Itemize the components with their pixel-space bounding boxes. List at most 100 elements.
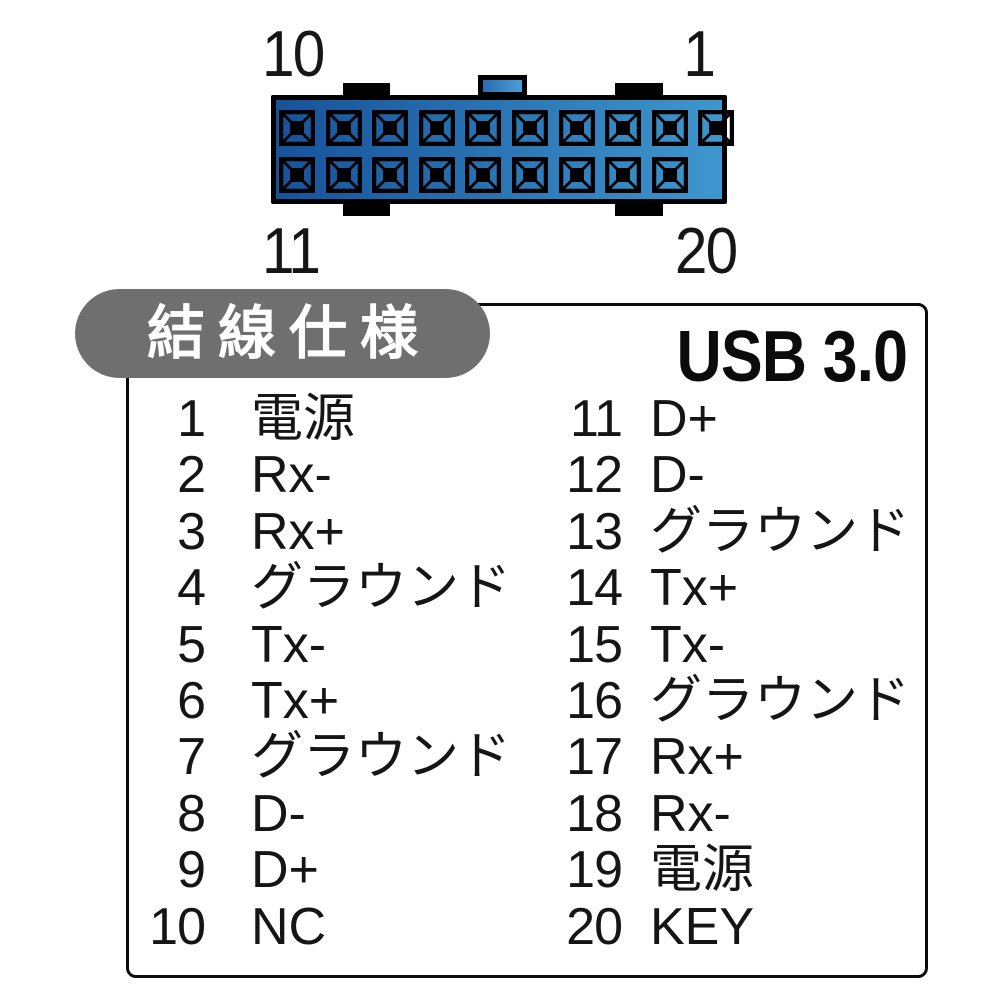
pin-number: 16: [566, 672, 623, 731]
pin-number: 2: [177, 446, 206, 505]
pin-number: 5: [177, 615, 206, 674]
pin-socket-icon: [325, 157, 362, 193]
pin-list-left: 1 電源 2 Rx- 3 Rx+ 4 グラウンド 5 Tx- 6 Tx+ 7 グ…: [137, 391, 511, 955]
pin-function: Tx-: [251, 615, 327, 674]
pin-row-13: 13 グラウンド: [552, 502, 911, 561]
pin-function: Rx-: [251, 446, 332, 505]
pin-socket: [511, 157, 548, 193]
pin-row-10: 10 NC: [137, 897, 511, 956]
pin-socket-icon: [465, 110, 502, 146]
pin-socket: [279, 110, 315, 146]
pin-function: グラウンド: [251, 728, 512, 787]
connector-pin-row-bottom: [279, 157, 688, 193]
pin-row-18: 18 Rx-: [552, 784, 910, 843]
pin-socket: [418, 110, 455, 146]
pin-row-1: 1 電源: [137, 390, 511, 448]
pin-socket: [325, 157, 362, 193]
pin-socket: [372, 110, 409, 146]
connector-top-right-tab: [615, 83, 663, 97]
pin-socket-icon: [418, 157, 455, 193]
pin-row-17: 17 Rx+: [552, 729, 910, 786]
pin-row-6: 6 Tx+: [137, 672, 511, 731]
connector-bottom-left-tab: [343, 202, 390, 216]
connector-body: [271, 95, 735, 204]
pin-socket: [698, 110, 735, 146]
pin-socket-icon: [372, 110, 409, 146]
pin-number: 9: [177, 841, 206, 900]
pin-row-16: 16 グラウンド: [552, 672, 910, 731]
pin-number: 15: [566, 615, 623, 674]
pin-number: 20: [566, 897, 623, 956]
pin-row-2: 2 Rx-: [137, 446, 511, 505]
pin-socket: [651, 110, 688, 146]
pin-socket: [465, 157, 502, 193]
pin-socket-icon: [605, 110, 642, 146]
pin-row-4: 4 グラウンド: [137, 559, 512, 618]
pin-function: D-: [251, 784, 306, 843]
pin-function: KEY: [650, 897, 755, 956]
pin-row-7: 7 グラウンド: [137, 728, 512, 787]
pin-row-15: 15 Tx-: [552, 615, 910, 674]
pin-socket-icon: [558, 110, 595, 146]
pin-function: D-: [650, 446, 705, 505]
pin-number: 10: [149, 897, 206, 956]
pin-label-10: 10: [262, 17, 325, 90]
pin-list-right: 11 D+ 12 D- 13 グラウンド 14 Tx+ 15 Tx- 16 グラ…: [552, 391, 910, 955]
pin-socket: [651, 157, 688, 193]
pin-socket-icon: [325, 110, 362, 146]
pin-socket-icon: [558, 157, 595, 193]
spec-badge: 結線仕様: [75, 289, 490, 378]
pin-number: 12: [566, 446, 623, 505]
pin-socket: [279, 157, 315, 193]
pin-function: D+: [650, 390, 718, 448]
pin-function: D+: [251, 841, 319, 900]
pin-row-14: 14 Tx+: [552, 559, 910, 618]
pin-socket-icon: [279, 157, 315, 193]
pin-function: Tx+: [251, 672, 340, 731]
pin-socket: [605, 157, 642, 193]
usb-standard-title: USB 3.0: [676, 317, 908, 397]
pin-number: 14: [566, 559, 623, 618]
pin-socket-icon: [651, 110, 688, 146]
pin-function: NC: [251, 897, 327, 956]
pin-socket-icon: [418, 110, 455, 146]
pin-label-1: 1: [683, 17, 716, 90]
pin-number: 11: [570, 390, 623, 448]
pin-label-11: 11: [262, 214, 321, 287]
pin-label-20: 20: [674, 214, 738, 287]
pin-socket-icon: [605, 157, 642, 193]
connector-notch-fill: [483, 80, 522, 92]
pin-function: グラウンド: [650, 502, 911, 561]
pin-number: 4: [177, 559, 206, 618]
pin-number: 1: [177, 390, 206, 448]
pin-row-9: 9 D+: [137, 841, 511, 900]
connector-pin-row-top: [279, 110, 735, 146]
pin-socket-icon: [279, 110, 315, 146]
connector-bottom-right-tab: [615, 202, 663, 216]
pin-socket-icon: [465, 157, 502, 193]
connector-top-left-tab: [343, 83, 390, 97]
pin-socket-icon: [511, 110, 548, 146]
pin-socket: [558, 157, 595, 193]
pin-function: Rx-: [650, 784, 731, 843]
pin-row-20: 20 KEY: [552, 897, 910, 956]
pin-function: グラウンド: [251, 559, 512, 618]
pin-number: 13: [566, 502, 623, 561]
pin-socket: [418, 157, 455, 193]
pin-row-5: 5 Tx-: [137, 615, 511, 674]
spec-table-box: [126, 303, 928, 978]
pin-socket: [558, 110, 595, 146]
pin-number: 3: [177, 502, 206, 561]
spec-badge-label: 結線仕様: [146, 300, 431, 366]
pin-socket-icon: [698, 110, 735, 146]
pin-row-12: 12 D-: [552, 446, 910, 505]
pin-socket: [465, 110, 502, 146]
pin-socket-icon: [372, 157, 409, 193]
pin-function: 電源: [650, 841, 755, 900]
pin-function: 電源: [251, 390, 356, 448]
pin-row-3: 3 Rx+: [137, 502, 511, 561]
pin-number: 7: [177, 728, 206, 787]
pin-number: 19: [566, 841, 623, 900]
pin-function: Tx+: [650, 559, 739, 618]
